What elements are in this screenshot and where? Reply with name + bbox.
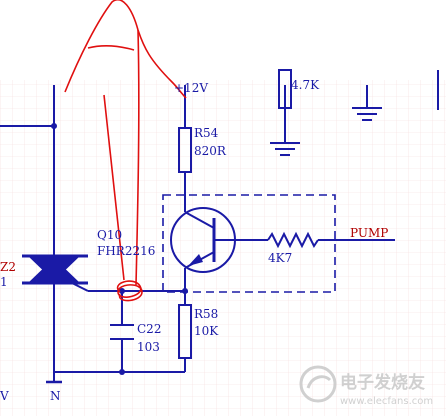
r54-value: 820R <box>194 144 227 158</box>
pump-net-label: PUMP <box>350 226 388 240</box>
watermark: 电子发烧友 www.elecfans.com <box>299 365 433 407</box>
base-resistor-value: 4K7 <box>268 251 292 265</box>
triac-symbol <box>22 254 89 292</box>
watermark-url: www.elecfans.com <box>340 396 433 407</box>
supply-label: +12V <box>174 81 208 95</box>
dashed-enclosure <box>162 194 336 293</box>
resistor-r54 <box>178 127 192 173</box>
grid-background <box>0 80 446 416</box>
left-fragment: V <box>0 389 9 403</box>
watermark-text: 电子发烧友 <box>340 372 425 393</box>
q10-part: FHR2216 <box>97 244 155 258</box>
r58-value: 10K <box>194 324 219 338</box>
watermark-logo-icon <box>299 365 337 403</box>
c22-ref: C22 <box>137 322 161 336</box>
triac-label-fragment: 1 <box>0 275 8 289</box>
q10-ref: Q10 <box>97 228 122 242</box>
emitter-arrow <box>188 254 203 266</box>
resistor-4k7 <box>267 231 319 249</box>
wires <box>0 70 439 382</box>
r54-ref: R54 <box>194 126 219 140</box>
ground-icon <box>352 107 382 121</box>
partial-resistor-value: 4.7K <box>291 78 320 92</box>
c22-value: 103 <box>137 340 160 354</box>
resistor-r58 <box>178 304 192 359</box>
neutral-label: N <box>50 389 61 403</box>
capacitor-c22 <box>110 324 134 340</box>
junction-dots <box>51 123 188 375</box>
r58-ref: R58 <box>194 307 218 321</box>
ground-icon <box>270 142 300 156</box>
resistor-partial <box>278 69 292 109</box>
red-annotation <box>64 0 187 302</box>
triac-label-fragment: Z2 <box>0 260 16 274</box>
